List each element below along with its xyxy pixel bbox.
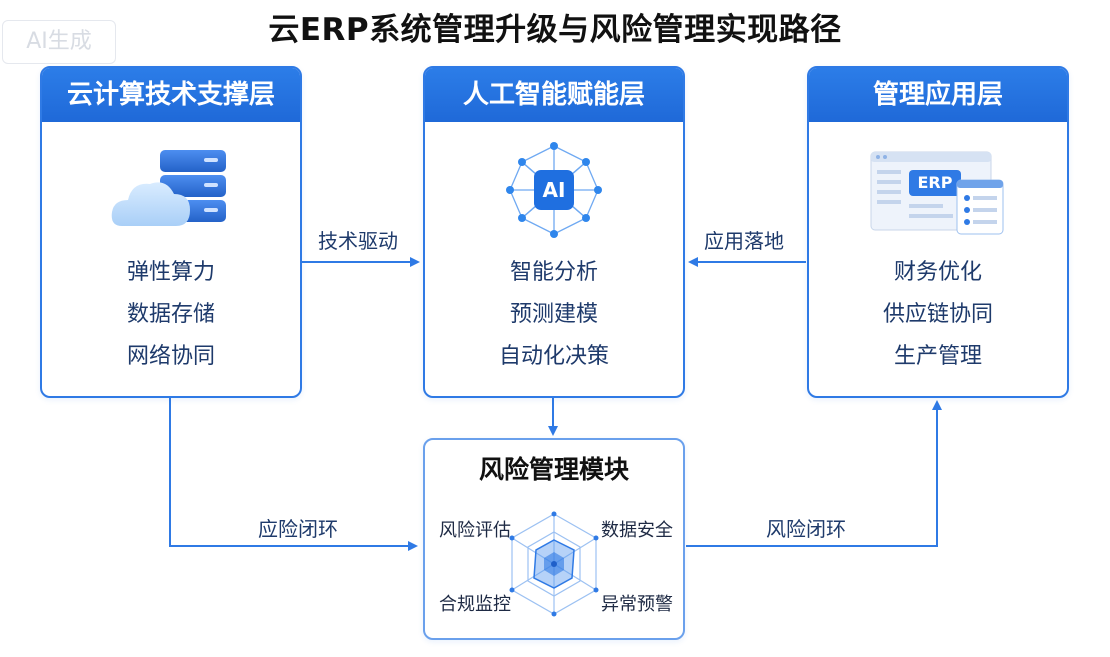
watermark: AI生成 (2, 20, 116, 64)
ai-chip-label: AI (542, 178, 566, 202)
mgmt-item: 生产管理 (893, 344, 982, 369)
panel-cloud-title: 云计算技术支撑层 (42, 68, 300, 122)
radar-label-data-security: 数据安全 (601, 520, 673, 541)
label-app-landing: 应用落地 (704, 229, 784, 253)
panel-risk-module: 风险管理模块 风险评估 数据安全 合规监控 异常预警 (423, 438, 685, 640)
panel-ai-layer: 人工智能赋能层 AI 智能分析 预测建模 自动化决策 (423, 66, 685, 398)
cloud-item: 网络协同 (126, 344, 215, 369)
ai-item: 自动化决策 (498, 344, 609, 369)
panel-cloud-layer: 云计算技术支撑层 弹性算力 数据存储 网络协同 (40, 66, 302, 398)
panel-mgmt-layer: 管理应用层 ERP 财务优化 供应链协同 生产管理 (807, 66, 1069, 398)
label-loop-left: 应险闭环 (258, 517, 338, 541)
arrow-loop-right (686, 400, 942, 547)
ai-item: 智能分析 (509, 260, 598, 285)
erp-window-icon (870, 151, 1004, 235)
radar-label-risk-assessment: 风险评估 (439, 520, 511, 541)
cloud-server-icon (111, 150, 226, 226)
panel-ai-title: 人工智能赋能层 (425, 68, 683, 122)
cloud-item: 弹性算力 (126, 260, 215, 285)
panel-mgmt-title: 管理应用层 (809, 68, 1067, 122)
cloud-item: 数据存储 (126, 302, 215, 327)
mgmt-item: 财务优化 (893, 260, 982, 285)
arrow-loop-left (169, 398, 418, 551)
ai-network-icon (506, 142, 602, 238)
panel-risk-title: 风险管理模块 (478, 455, 629, 484)
radar-chart-icon (509, 511, 599, 617)
radar-label-compliance: 合规监控 (439, 594, 511, 615)
label-tech-drive: 技术驱动 (318, 229, 398, 253)
erp-window-label: ERP (917, 173, 953, 192)
mgmt-item: 供应链协同 (882, 302, 993, 327)
ai-item: 预测建模 (509, 302, 598, 327)
label-loop-right: 风险闭环 (766, 517, 846, 541)
radar-label-anomaly-alert: 异常预警 (601, 594, 673, 615)
page-title: 云ERP系统管理升级与风险管理实现路径 (268, 12, 842, 48)
